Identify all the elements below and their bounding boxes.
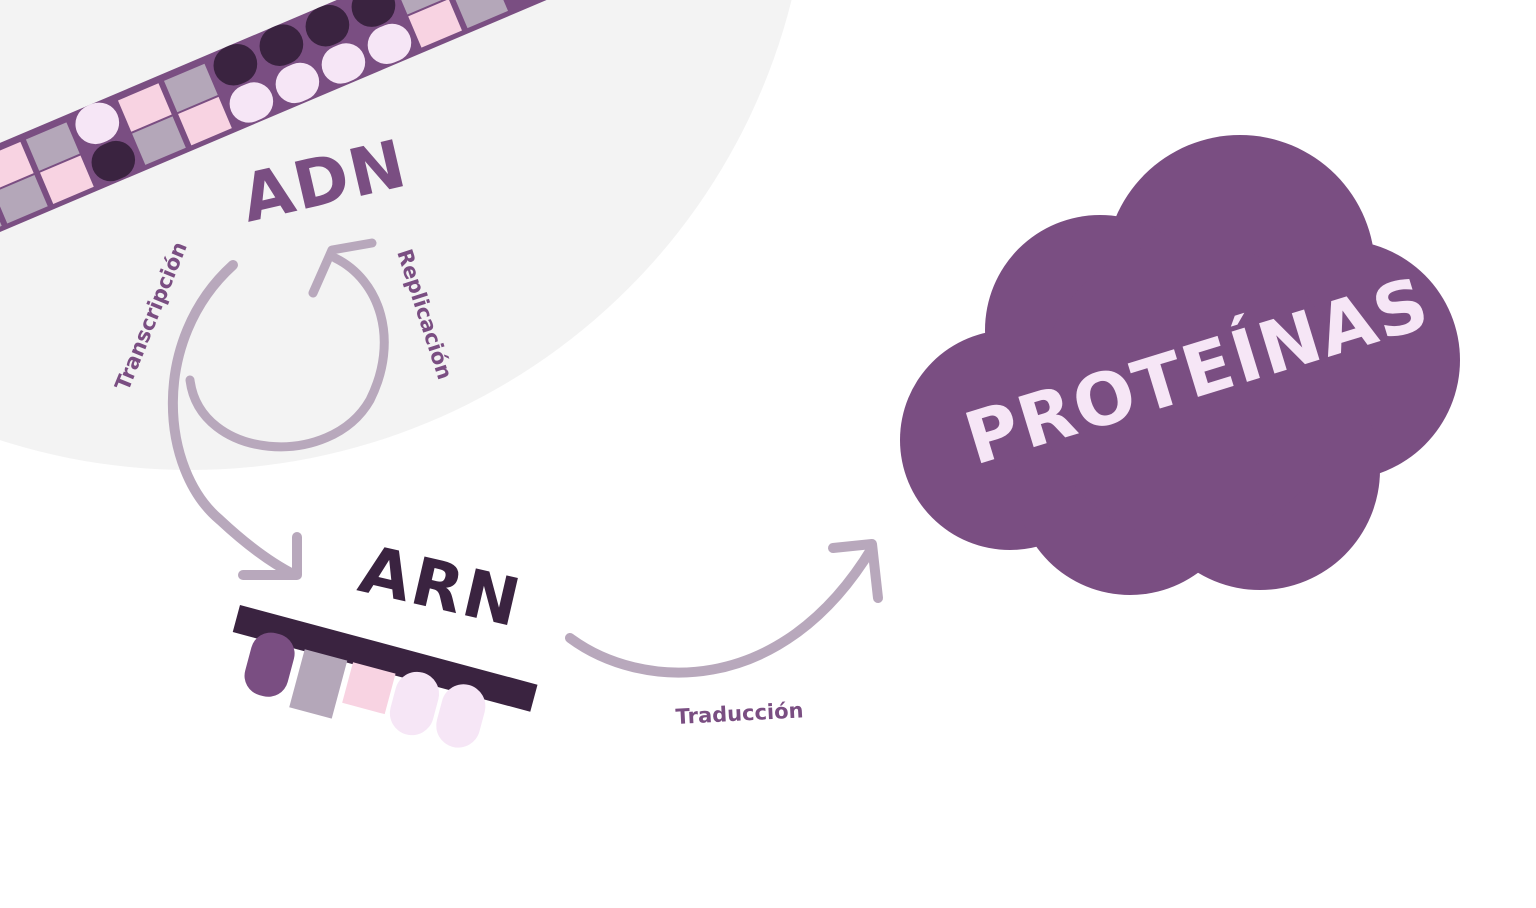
dna-bases <box>0 0 509 244</box>
rna-base <box>244 632 295 697</box>
dna-base <box>164 63 218 113</box>
dna-base <box>117 83 172 132</box>
dna-base <box>75 102 120 145</box>
dna-base <box>0 175 48 224</box>
dna-base <box>178 96 232 146</box>
dna-base <box>39 155 94 204</box>
transcription-arrowhead <box>238 532 302 580</box>
dna-base <box>91 140 136 182</box>
translation-label: Traducción <box>675 698 804 729</box>
transcription-arc <box>167 260 300 580</box>
translation-arc <box>565 543 877 678</box>
dna-base <box>454 0 509 29</box>
translation-arrowhead <box>828 539 883 603</box>
replication-arrow <box>185 238 389 452</box>
rna-base <box>436 684 486 748</box>
dna-base <box>132 116 186 165</box>
rna-base <box>342 662 396 715</box>
replication-arc <box>185 253 389 452</box>
dna-base <box>367 23 412 65</box>
background-circle <box>0 0 792 470</box>
dna-base <box>305 4 350 47</box>
dna-base <box>275 62 320 104</box>
translation-arrow <box>565 539 883 678</box>
dna-base <box>351 0 396 27</box>
dna-base <box>394 0 448 15</box>
replication-arrowhead <box>308 238 377 298</box>
cloud-lobe <box>1040 240 1340 540</box>
rna-strand <box>232 605 538 748</box>
dna-base <box>0 141 34 191</box>
rna-label: ARN <box>352 531 528 643</box>
dna-base <box>229 82 274 123</box>
dna-base <box>408 0 462 48</box>
transcription-arrow <box>167 260 302 580</box>
protein-cloud <box>900 135 1460 595</box>
rna-base <box>389 671 440 736</box>
dna-base <box>259 24 304 66</box>
dna-strand <box>0 0 571 256</box>
rna-base <box>289 649 348 719</box>
dna-base <box>25 122 80 171</box>
dna-base <box>213 43 258 86</box>
dna-base <box>321 43 366 84</box>
